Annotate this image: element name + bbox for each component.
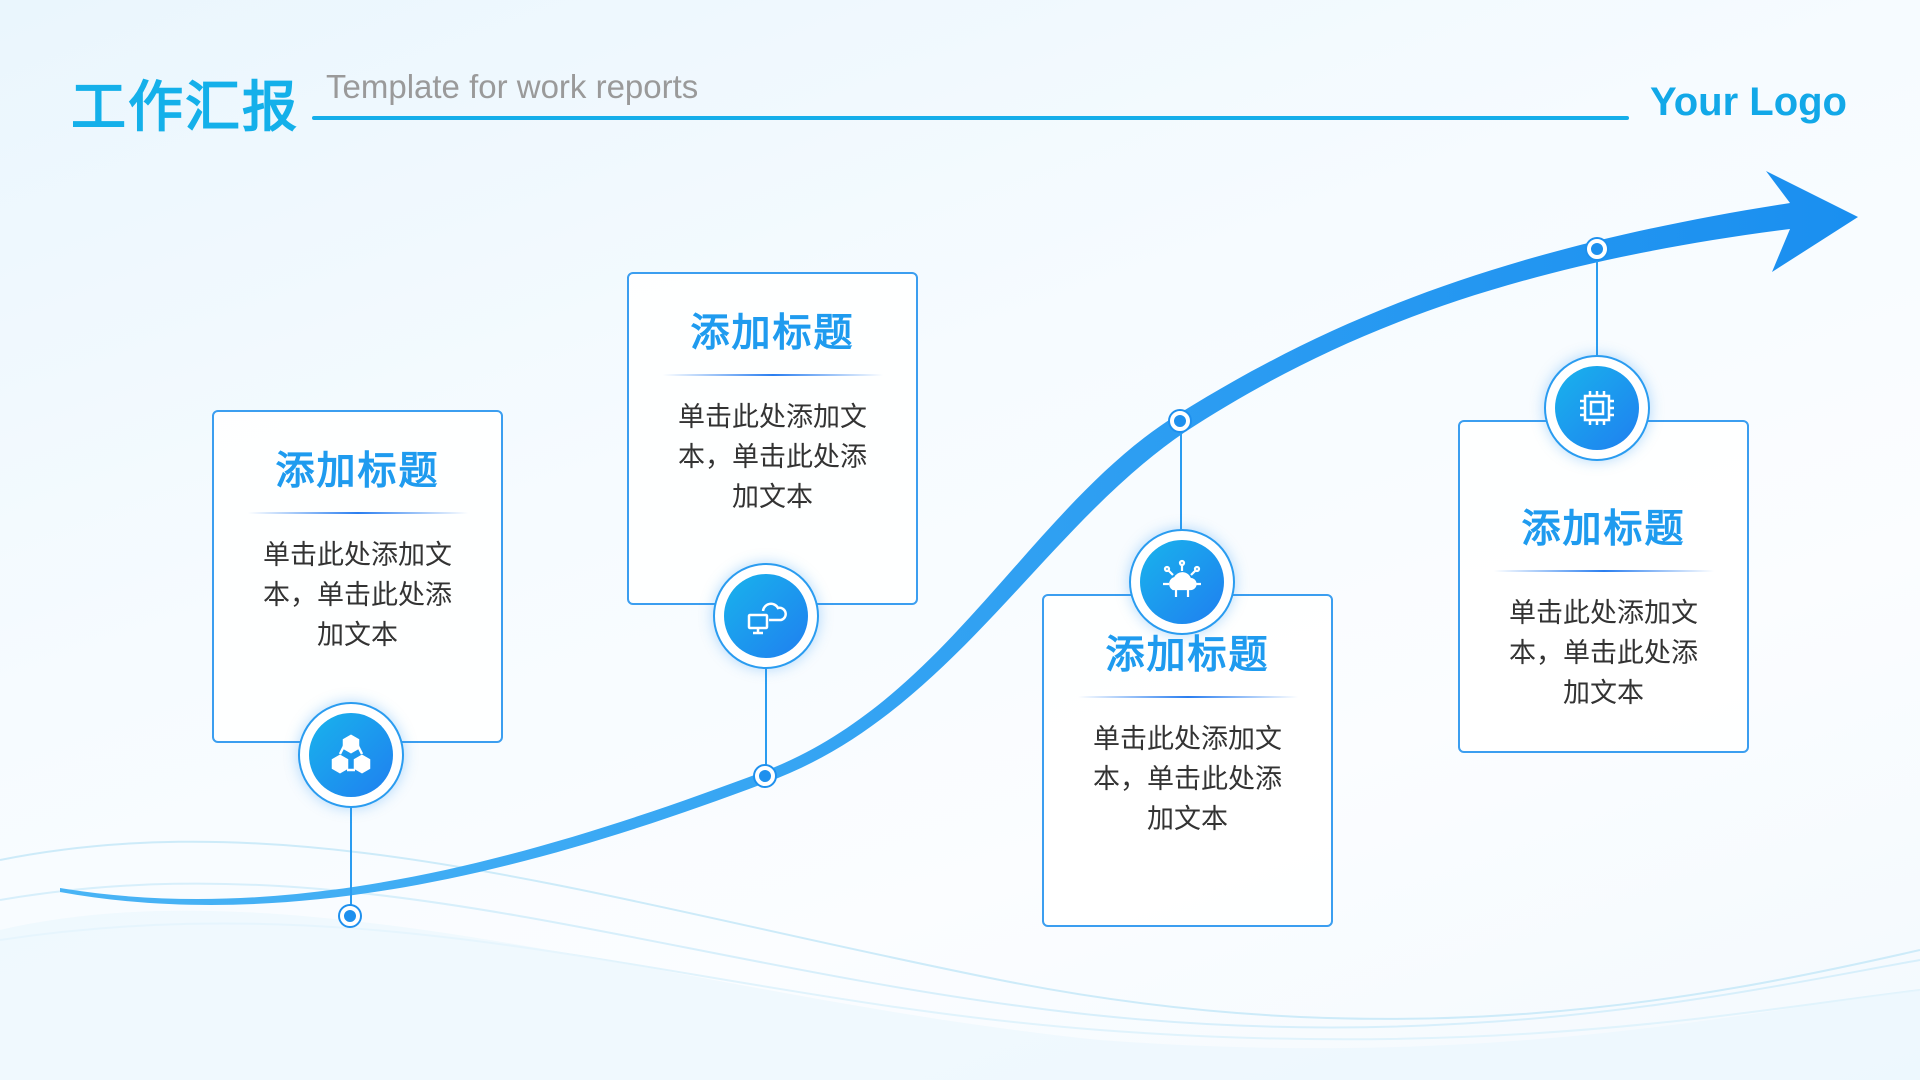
page-title: 工作汇报 [71,75,300,139]
step-title: 添加标题 [690,311,855,356]
step-body: 单击此处添加文本，单击此处添加文本 [678,402,867,513]
curve-point [340,906,360,926]
step-body: 单击此处添加文本，单击此处添加文本 [263,540,452,651]
chip-icon [1580,391,1614,425]
connector-line [1180,425,1182,531]
connector-line [1596,250,1598,356]
step-body: 单击此处添加文本，单击此处添加文本 [1509,598,1698,709]
step-card-2[interactable]: 添加标题 单击此处添加文本，单击此处添加文本 [627,272,918,605]
step-title: 添加标题 [1105,633,1270,678]
title-divider [1493,570,1714,572]
connector-line [350,805,352,915]
step-card-3[interactable]: 添加标题 单击此处添加文本，单击此处添加文本 [1042,594,1333,927]
header-divider [312,116,1629,120]
step-badge-1 [298,702,404,808]
cloud-network-icon [1163,559,1201,597]
step-card-1[interactable]: 添加标题 单击此处添加文本，单击此处添加文本 [212,410,503,743]
step-title: 添加标题 [1521,507,1686,552]
blocks-icon [331,734,371,774]
page-subtitle: Template for work reports [326,68,699,105]
title-divider [1077,696,1298,698]
title-divider [662,374,883,376]
step-badge-4 [1544,355,1650,461]
title-divider [247,512,468,514]
cloud-monitor-icon [747,602,787,635]
curve-point [1170,411,1190,431]
connector-line [765,668,767,776]
step-badge-3 [1129,529,1235,635]
curve-point [1587,239,1607,259]
step-card-4[interactable]: 添加标题 单击此处添加文本，单击此处添加文本 [1458,420,1749,753]
step-body: 单击此处添加文本，单击此处添加文本 [1093,724,1282,835]
logo: Your Logo [1650,80,1847,124]
step-title: 添加标题 [275,449,440,494]
step-badge-2 [713,563,819,669]
curve-point [755,766,775,786]
